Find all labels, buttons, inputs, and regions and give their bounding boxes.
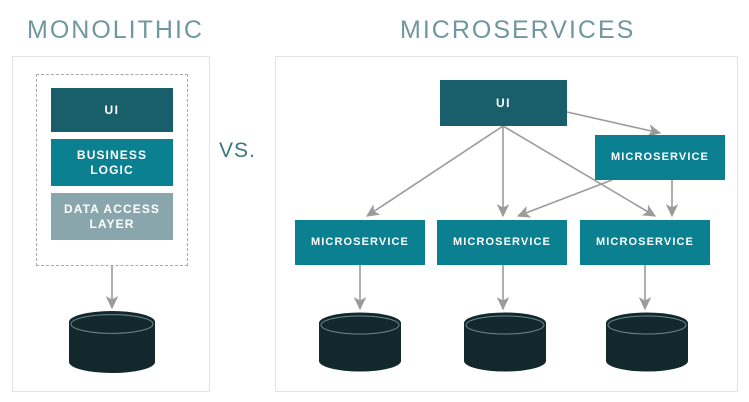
microservice-box-1[interactable]: MICROSERVICE	[295, 220, 425, 265]
monolith-layer-ui[interactable]: UI	[51, 88, 173, 132]
data-access-line-2: LAYER	[89, 216, 135, 231]
monolith-layer-business-logic[interactable]: BUSINESS LOGIC	[51, 139, 173, 186]
microservice-database-cylinder-3[interactable]	[605, 311, 689, 373]
business-logic-line-2: LOGIC	[90, 162, 134, 177]
business-logic-line-1: BUSINESS	[76, 148, 148, 163]
monolith-boundary-dashed	[36, 74, 188, 266]
microservice-database-cylinder-1[interactable]	[318, 311, 402, 373]
microservice-database-cylinder-2[interactable]	[463, 311, 547, 373]
vs-label: VS.	[219, 139, 256, 162]
page-title-microservices: MICROSERVICES	[400, 16, 636, 44]
monolith-layer-data-access[interactable]: DATA ACCESS LAYER	[51, 193, 173, 240]
microservice-box-right[interactable]: MICROSERVICE	[595, 135, 725, 180]
microservice-box-3[interactable]: MICROSERVICE	[580, 220, 710, 265]
microservices-ui-box[interactable]: UI	[440, 80, 567, 126]
microservice-box-2[interactable]: MICROSERVICE	[437, 220, 567, 265]
monolith-database-cylinder[interactable]	[68, 310, 156, 374]
data-access-line-1: DATA ACCESS	[63, 202, 161, 217]
page-title-monolithic: MONOLITHIC	[27, 16, 204, 44]
